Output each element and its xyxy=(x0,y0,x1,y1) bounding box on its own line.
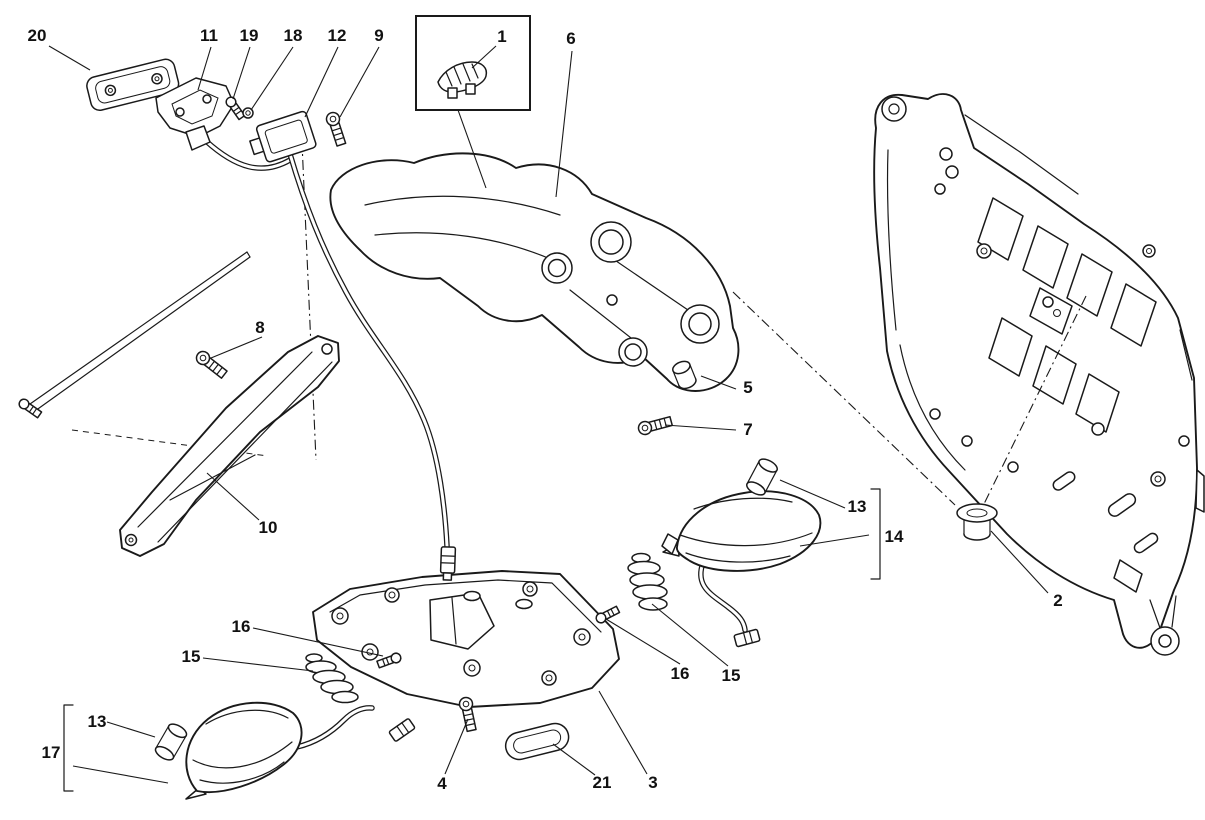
screw-part-9 xyxy=(324,110,349,148)
callout-21: 21 xyxy=(592,773,612,792)
callout-18: 18 xyxy=(283,26,303,45)
callout-16-left: 16 xyxy=(231,617,251,636)
callout-1: 1 xyxy=(497,27,507,46)
inset-box-part-1 xyxy=(415,15,531,111)
callout-14: 14 xyxy=(884,527,904,546)
callout-20: 20 xyxy=(27,26,47,45)
callout-16-right: 16 xyxy=(670,664,690,683)
callout-3: 3 xyxy=(648,773,658,792)
callout-9: 9 xyxy=(374,26,384,45)
light-bracket-part-11 xyxy=(155,77,235,151)
wiring-harness xyxy=(203,138,457,581)
callout-11: 11 xyxy=(200,26,218,45)
rear-frame-drawing xyxy=(873,93,1205,656)
grommet-part-2 xyxy=(956,503,998,541)
callout-13-right: 13 xyxy=(847,497,867,516)
callout-6: 6 xyxy=(566,29,576,48)
callout-5: 5 xyxy=(743,378,753,397)
callout-17: 17 xyxy=(41,743,61,762)
plate-holder-frame-part-10 xyxy=(119,335,340,557)
leader-lines xyxy=(48,45,1049,776)
plate-trim-rod xyxy=(16,251,251,420)
callout-15-right: 15 xyxy=(721,666,741,685)
callout-8: 8 xyxy=(255,318,265,337)
support-bracket-part-6 xyxy=(329,152,740,392)
callout-7: 7 xyxy=(743,420,753,439)
dashed-guides xyxy=(71,119,1087,507)
housing-part-12 xyxy=(249,110,317,163)
turn-signal-right xyxy=(593,455,881,648)
callout-10: 10 xyxy=(258,518,278,537)
callout-4: 4 xyxy=(437,774,447,793)
callout-13-left: 13 xyxy=(87,712,107,731)
bottom-plate-part-3 xyxy=(312,570,620,708)
callout-2: 2 xyxy=(1053,591,1063,610)
boss-part-5 xyxy=(672,360,697,390)
turn-signal-left xyxy=(63,651,416,800)
bushing-part-18 xyxy=(242,107,254,119)
plate-light-part-20 xyxy=(86,58,180,112)
callout-19: 19 xyxy=(239,26,259,45)
pad-part-21 xyxy=(504,722,570,761)
callout-15-left: 15 xyxy=(181,647,201,666)
callout-12: 12 xyxy=(327,26,347,45)
